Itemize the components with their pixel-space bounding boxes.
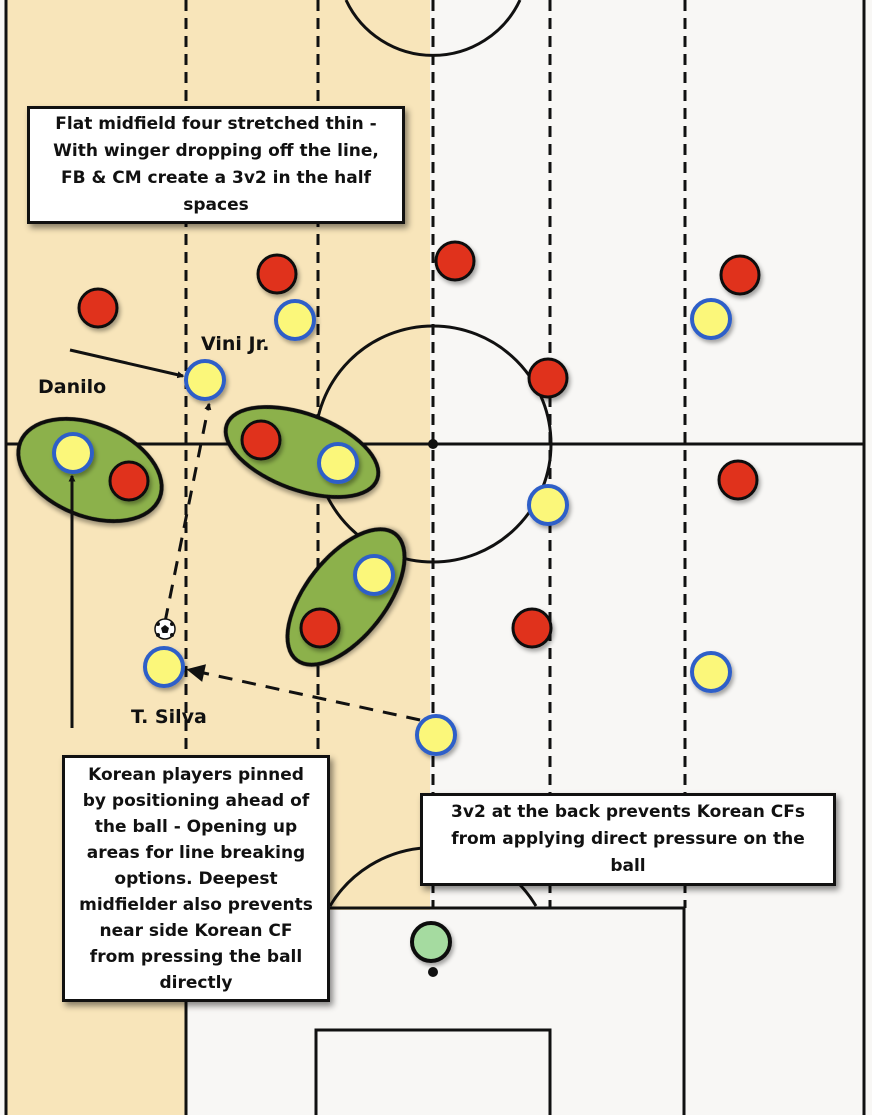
brazil-players [52, 298, 732, 756]
penalty-spot [428, 967, 438, 977]
label-vini: Vini Jr. [201, 333, 270, 355]
brazil-player-silva [143, 646, 185, 688]
brazil-player [317, 442, 359, 484]
korea-player [434, 240, 476, 282]
korea-player [527, 357, 569, 399]
korea-player [511, 607, 553, 649]
korea-player [717, 459, 759, 501]
korea-player [256, 253, 298, 295]
brazil-player-danilo [52, 432, 94, 474]
brazil-player [690, 298, 732, 340]
annotation-back-text: 3v2 at the back prevents Korean CFs from… [451, 802, 805, 876]
label-silva: T. Silva [131, 706, 207, 728]
six-yard-box [314, 1028, 552, 1115]
korea-player [77, 287, 119, 329]
label-danilo: Danilo [38, 376, 107, 398]
pass-line-to-vini [163, 402, 212, 623]
annotation-back: 3v2 at the back prevents Korean CFs from… [420, 793, 836, 886]
brazil-player [527, 484, 569, 526]
annotation-pinned-text: Korean players pinned by positioning ahe… [79, 764, 313, 993]
annotation-pinned: Korean players pinned by positioning ahe… [62, 755, 330, 1002]
brazil-player-vini [184, 359, 226, 401]
football-icon [154, 618, 176, 640]
arrow-to-vini [69, 348, 185, 379]
penalty-area [184, 906, 686, 1115]
annotation-midfield-text: Flat midfield four stretched thin - With… [53, 114, 379, 215]
korea-player [240, 419, 282, 461]
korea-player [299, 607, 341, 649]
centre-spot [428, 439, 438, 449]
brazil-player [415, 714, 457, 756]
korea-player [719, 254, 761, 296]
korea-players [77, 240, 761, 649]
brazil-player [690, 651, 732, 693]
brazil-player [353, 554, 395, 596]
brazil-player [274, 299, 316, 341]
korea-player [108, 460, 150, 502]
goalkeeper [410, 921, 452, 963]
pass-line-to-silva [186, 664, 421, 722]
annotation-midfield: Flat midfield four stretched thin - With… [27, 106, 405, 224]
